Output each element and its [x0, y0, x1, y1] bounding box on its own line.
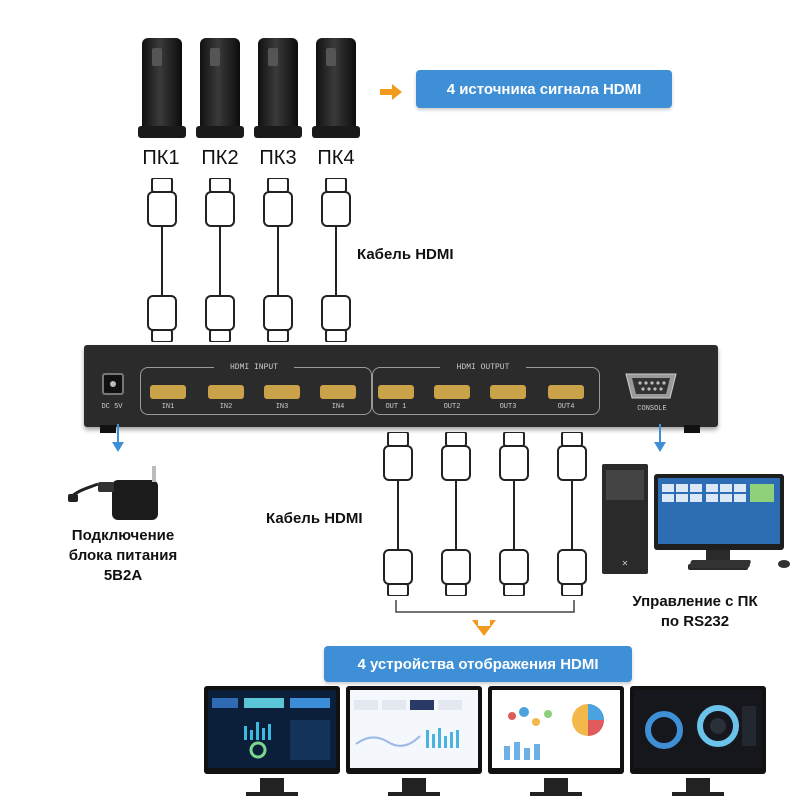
top-cable-3	[263, 178, 293, 342]
pc1-box	[138, 38, 186, 138]
displays-banner: 4 устройства отображения HDMI	[324, 646, 632, 682]
display-monitors	[204, 686, 766, 796]
console-port	[625, 373, 677, 399]
bottom-hdmi-cables	[383, 432, 587, 596]
power-supply-label-line-2: блока питания	[68, 547, 178, 564]
input-port-2	[208, 385, 244, 399]
input-port-1-label: IN1	[161, 403, 175, 411]
top-cable-1	[147, 178, 177, 342]
device-foot-left	[100, 425, 116, 433]
input-port-4	[320, 385, 356, 399]
output-port-1	[378, 385, 414, 399]
power-supply-label-line-3: 5В2А	[103, 567, 143, 584]
input-port-3	[264, 385, 300, 399]
control-label: Управление с ПК по RS232	[610, 592, 780, 632]
sources-banner: 4 источника сигнала HDMI	[416, 70, 672, 108]
bottom-cable-label: Кабель HDMI	[266, 510, 363, 527]
control-label-line-2: по RS232	[660, 613, 730, 630]
pc-boxes-graphic	[138, 38, 360, 138]
input-port-2-label: IN2	[219, 403, 233, 411]
power-port-label: DC 5V	[101, 403, 123, 411]
device-foot-right	[684, 425, 700, 433]
output-port-4-label: OUT4	[557, 403, 575, 411]
input-port-1	[150, 385, 186, 399]
pc4-label: ПК4	[317, 147, 355, 169]
output-port-2-label: OUT2	[443, 403, 461, 411]
arrow-right-icon	[380, 84, 402, 100]
top-cable-4	[321, 178, 351, 342]
bracket-connector	[395, 600, 575, 636]
arrow-down-blue-icon	[112, 424, 124, 452]
svg-text:✕: ✕	[622, 559, 629, 568]
display-monitor-1	[204, 686, 340, 796]
bottom-cable-3	[499, 432, 529, 596]
hdmi-input-group-label: HDMI INPUT	[214, 363, 294, 372]
bottom-cable-1	[383, 432, 413, 596]
output-port-2	[434, 385, 470, 399]
pc3-label: ПК3	[259, 147, 297, 169]
display-monitor-2	[346, 686, 482, 796]
bottom-cable-4	[557, 432, 587, 596]
displays-banner-text: 4 устройства отображения HDMI	[357, 655, 599, 673]
pc2-label: ПК2	[201, 147, 239, 169]
pc1-label: ПК1	[142, 147, 180, 169]
arrow-down-blue-icon	[654, 424, 666, 452]
hdmi-output-group-label: HDMI OUTPUT	[440, 363, 526, 372]
console-port-label: CONSOLE	[637, 405, 667, 413]
control-pc-graphic: ✕	[602, 464, 790, 574]
power-supply-label-line-1: Подключение	[71, 527, 175, 544]
top-hdmi-cables	[147, 178, 351, 342]
arrow-down-orange-icon	[472, 620, 496, 636]
bottom-cable-2	[441, 432, 471, 596]
pc3-box	[254, 38, 302, 138]
sources-banner-text: 4 источника сигнала HDMI	[446, 80, 642, 98]
top-cable-label: Кабель HDMI	[357, 246, 454, 263]
pc4-box	[312, 38, 360, 138]
output-port-1-label: OUT 1	[385, 403, 407, 411]
power-supply-label: Подключение блока питания 5В2А	[48, 526, 198, 586]
power-port	[102, 373, 124, 395]
display-monitor-3	[488, 686, 624, 796]
input-port-3-label: IN3	[275, 403, 289, 411]
control-label-line-1: Управление с ПК	[632, 593, 758, 610]
output-port-4	[548, 385, 584, 399]
top-cable-2	[205, 178, 235, 342]
pc2-box	[196, 38, 244, 138]
hdmi-matrix-device: DC 5V HDMI INPUT IN1 IN2 IN3 IN4 HDMI OU…	[84, 345, 718, 433]
output-port-3-label: OUT3	[499, 403, 517, 411]
display-monitor-4	[630, 686, 766, 796]
input-port-4-label: IN4	[331, 403, 345, 411]
output-port-3	[490, 385, 526, 399]
power-adapter-graphic	[68, 466, 158, 520]
